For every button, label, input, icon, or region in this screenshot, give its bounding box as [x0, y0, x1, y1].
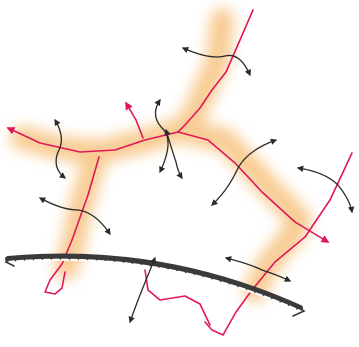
habitat-corridors	[10, 8, 312, 302]
railway-right-end	[292, 302, 306, 317]
railway-core	[6, 258, 302, 313]
crossing-arrow	[181, 47, 251, 77]
crossing-arrow	[224, 256, 292, 282]
road-north	[177, 9, 254, 133]
crossing-arrow	[54, 118, 67, 179]
crossing-arrow	[128, 256, 157, 324]
crossing-arrow	[164, 128, 183, 180]
crossing-arrow	[38, 197, 111, 236]
crossing-arrows	[38, 47, 355, 324]
railway	[4, 253, 306, 317]
road-spur-northwest	[125, 101, 144, 139]
road-west	[6, 127, 179, 153]
crossing-arrow	[296, 165, 355, 214]
corridor-northeast	[168, 8, 234, 142]
crossing-arrow	[211, 138, 278, 206]
railway-outline	[5, 253, 303, 311]
railway-left-end	[4, 256, 15, 267]
road-south-loop	[144, 269, 211, 326]
